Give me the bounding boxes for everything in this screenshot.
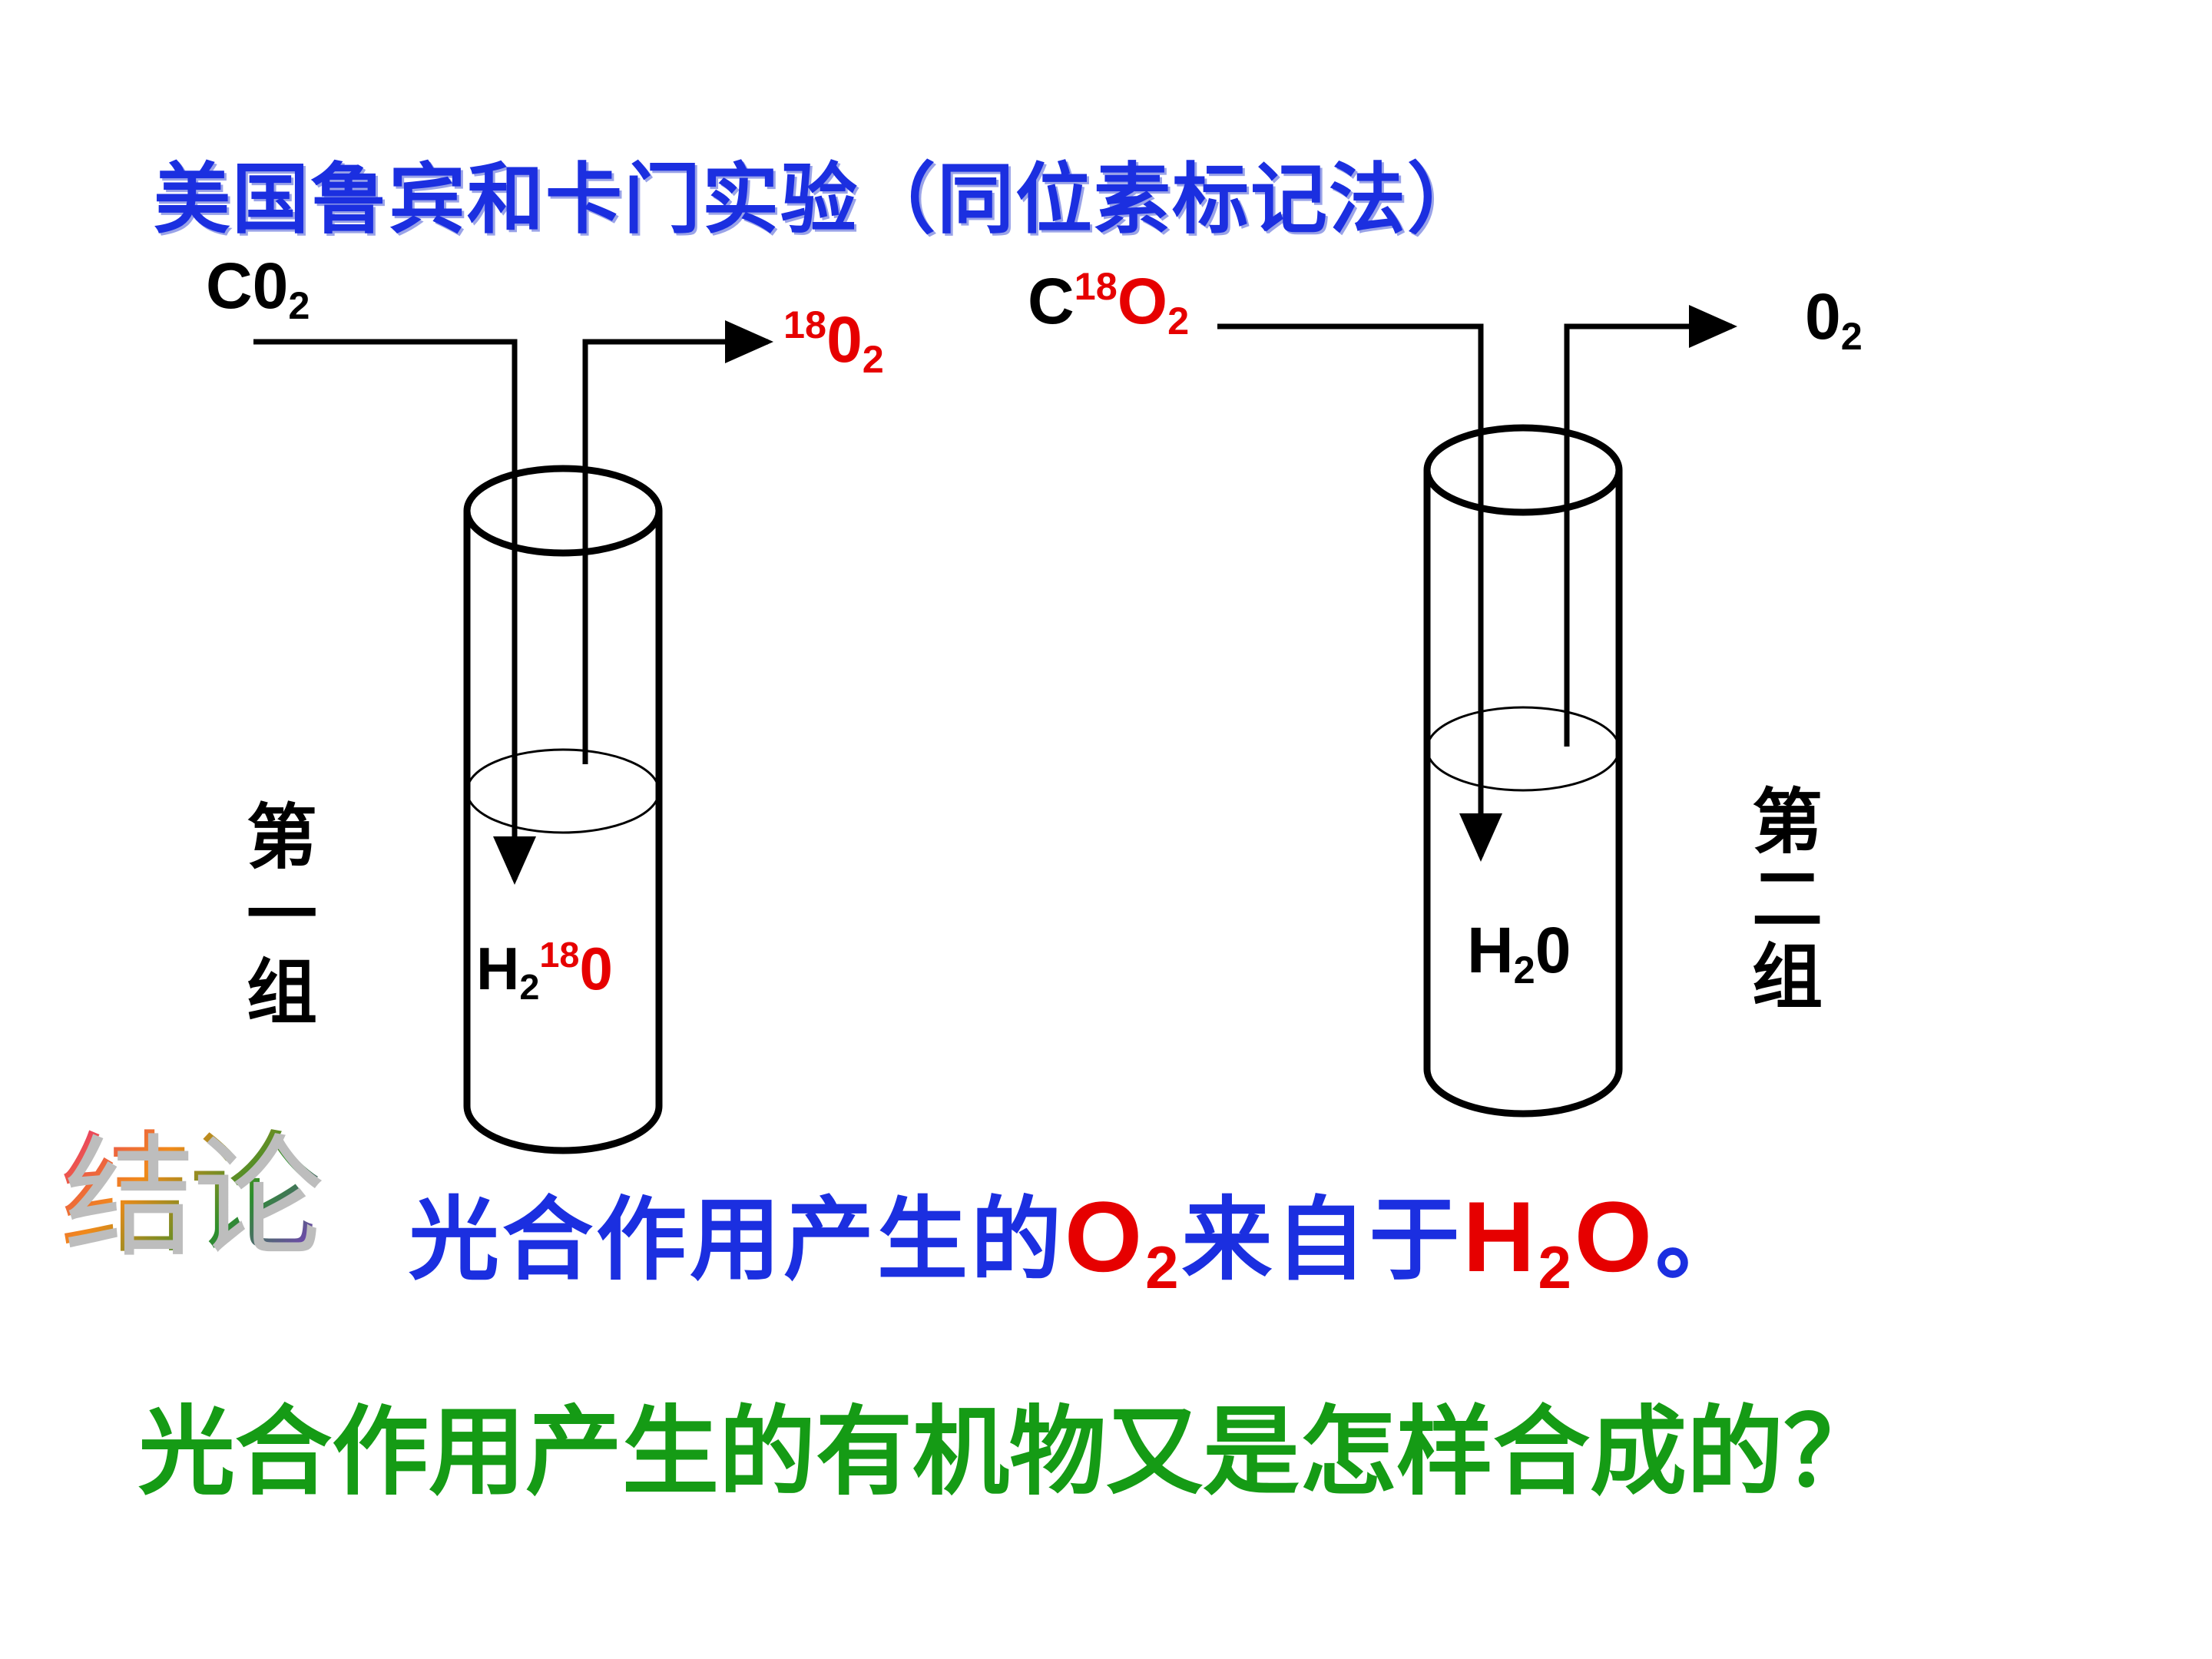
group-label-2: 第二组 xyxy=(1751,781,1823,1019)
tube-1-rim xyxy=(463,465,663,557)
question-text: 光合作用产生的有机物又是怎样合成的？ xyxy=(138,1396,1880,1508)
test-tube-2 xyxy=(1423,424,1623,1118)
h2o-formula: H2O xyxy=(1462,1181,1655,1301)
outlet-gas-label-1: 1802 xyxy=(783,302,884,382)
gas-pipes-2 xyxy=(1217,305,1737,862)
outlet-pipe-2 xyxy=(1564,305,1737,747)
conclusion-heading-char: 结 xyxy=(60,1118,192,1272)
tube-2-water-surface xyxy=(1426,706,1621,792)
inlet-gas-label-1: C02 xyxy=(206,250,310,328)
gas-pipes-1 xyxy=(253,320,773,885)
tube-1-water-surface xyxy=(465,748,661,834)
group-label-1: 第一组 xyxy=(246,796,317,1035)
inlet-pipe-1 xyxy=(253,339,536,885)
outlet-gas-label-2: 02 xyxy=(1805,280,1863,359)
slide-title: 美国鲁宾和卡门实验（同位素标记法） xyxy=(154,154,1485,244)
tube-2-rim xyxy=(1423,424,1623,516)
water-label-1: H2180 xyxy=(476,934,613,1008)
conclusion-statement: 光合作用产生的O2来自于H2O。 xyxy=(409,1181,1749,1301)
o2-formula: O2 xyxy=(1065,1181,1182,1301)
tube-2-bottom xyxy=(1423,1068,1623,1118)
inlet-gas-label-2: C18O2 xyxy=(1028,263,1190,343)
water-label-2: H20 xyxy=(1467,914,1571,992)
test-tube-1 xyxy=(463,465,663,1154)
conclusion-heading-char: 论 xyxy=(189,1118,321,1272)
tube-1-bottom xyxy=(463,1105,663,1154)
inlet-pipe-2 xyxy=(1217,323,1502,862)
conclusion-heading: 结论 xyxy=(60,1129,321,1261)
outlet-pipe-1 xyxy=(582,320,773,764)
